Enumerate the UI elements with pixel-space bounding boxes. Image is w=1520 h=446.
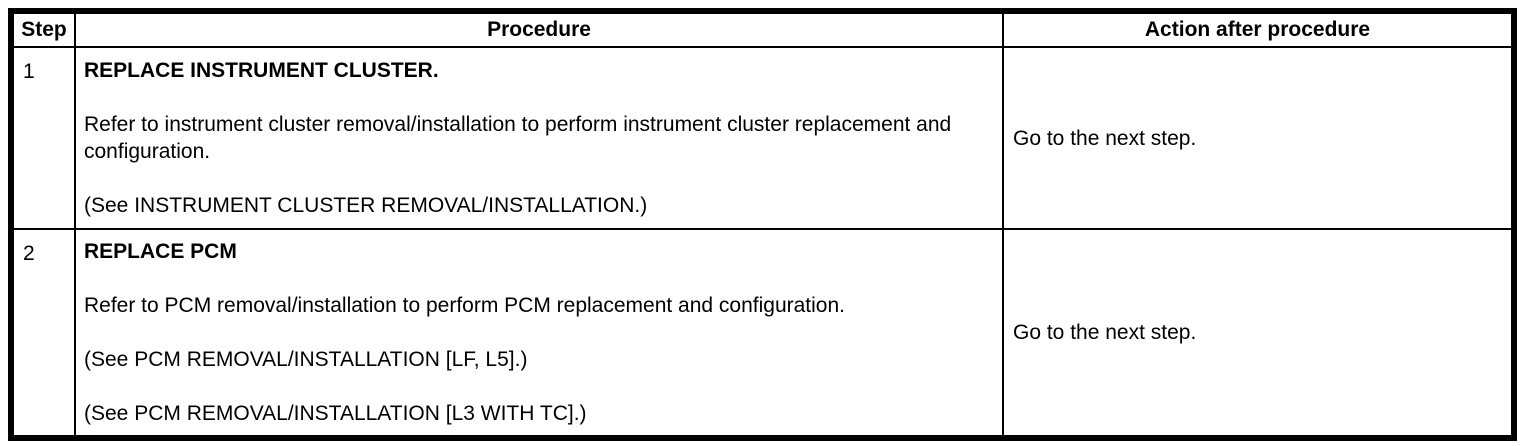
- action-cell: Go to the next step.: [1002, 228, 1515, 439]
- procedure-paragraph: Refer to PCM removal/installation to per…: [84, 294, 846, 317]
- procedure-column-header: Procedure: [74, 10, 1004, 48]
- action-cell: Go to the next step.: [1002, 46, 1515, 230]
- procedure-reference: (See PCM REMOVAL/INSTALLATION [LF, L5].): [84, 348, 528, 371]
- procedure-paragraph: Refer to instrument cluster removal/inst…: [84, 113, 952, 163]
- procedure-reference: (See PCM REMOVAL/INSTALLATION [L3 WITH T…: [84, 402, 587, 425]
- procedure-reference: (See INSTRUMENT CLUSTER REMOVAL/INSTALLA…: [84, 194, 648, 217]
- procedure-title: REPLACE INSTRUMENT CLUSTER.: [84, 59, 439, 82]
- table-row: 1 REPLACE INSTRUMENT CLUSTER. Refer to i…: [10, 46, 1515, 230]
- procedure-title: REPLACE PCM: [84, 240, 237, 263]
- action-column-header: Action after procedure: [1002, 10, 1515, 48]
- table-row: 2 REPLACE PCM Refer to PCM removal/insta…: [10, 228, 1515, 439]
- troubleshooting-table: Step Procedure Action after procedure 1 …: [8, 8, 1517, 441]
- step-number: 1: [10, 46, 76, 230]
- step-column-header: Step: [10, 10, 76, 48]
- procedure-cell: REPLACE PCM Refer to PCM removal/install…: [74, 228, 1004, 439]
- step-number: 2: [10, 228, 76, 439]
- procedure-cell: REPLACE INSTRUMENT CLUSTER. Refer to ins…: [74, 46, 1004, 230]
- table-header-row: Step Procedure Action after procedure: [10, 10, 1515, 48]
